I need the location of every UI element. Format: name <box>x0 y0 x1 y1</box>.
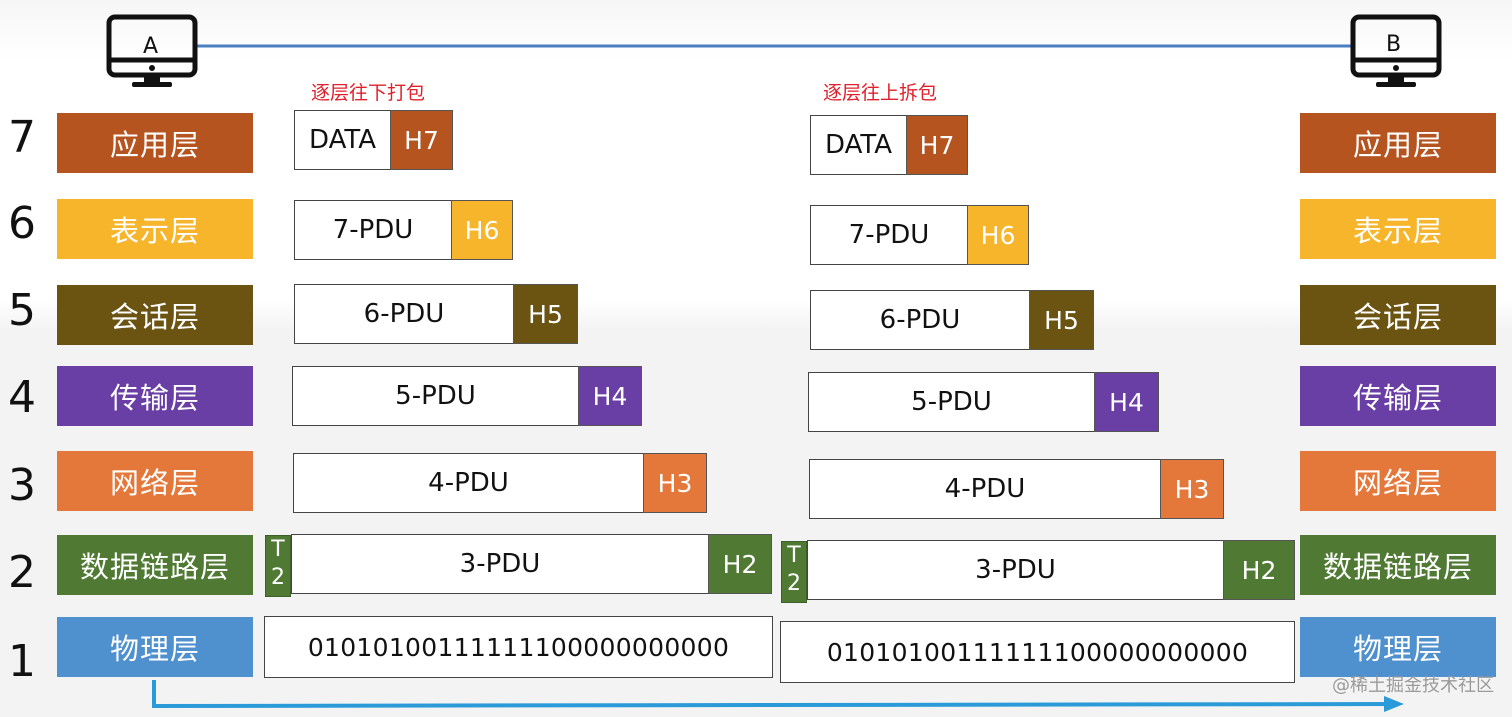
left-layer-physical: 物理层 <box>57 617 253 677</box>
left-l7-data: DATA <box>294 110 391 170</box>
host-a-label: A <box>143 34 159 59</box>
layer-number-6: 6 <box>8 198 36 249</box>
right-layer-physical: 物理层 <box>1300 617 1496 677</box>
right-l3-header: H3 <box>1160 459 1224 519</box>
left-l4-pdu: 5-PDU <box>292 366 579 426</box>
watermark: @稀土掘金技术社区 <box>1332 675 1494 696</box>
left-l2-pdu: 3-PDU <box>291 534 709 594</box>
right-l2-header: H2 <box>1223 540 1295 600</box>
left-layer-application: 应用层 <box>57 113 253 173</box>
left-layer-session: 会话层 <box>57 285 253 345</box>
left-l2-header: H2 <box>708 534 772 594</box>
left-l2-trailer-bottom: 2 <box>271 565 285 590</box>
left-l1-bits: 01010100111111100000000000 <box>264 616 773 678</box>
computer-a-icon <box>106 14 198 87</box>
left-layer-datalink: 数据链路层 <box>57 535 253 595</box>
encapsulate-note: 逐层往下打包 <box>311 82 426 104</box>
right-l5-header: H5 <box>1029 290 1094 350</box>
right-layer-application: 应用层 <box>1300 113 1496 173</box>
right-l5-pdu: 6-PDU <box>810 290 1030 350</box>
layer-number-5: 5 <box>8 285 36 336</box>
arrow-head <box>1384 696 1404 712</box>
left-l4-header: H4 <box>578 366 642 426</box>
layer-number-1: 1 <box>8 636 36 687</box>
right-layer-session: 会话层 <box>1300 285 1496 345</box>
right-l2-trailer-bottom: 2 <box>787 571 801 596</box>
right-l4-pdu: 5-PDU <box>808 372 1095 432</box>
left-l2-trailer-top: T <box>271 537 285 562</box>
right-l3-pdu: 4-PDU <box>809 459 1161 519</box>
right-l2-trailer-top: T <box>787 543 801 568</box>
right-layer-network: 网络层 <box>1300 451 1496 511</box>
left-l3-pdu: 4-PDU <box>293 453 644 513</box>
left-l5-pdu: 6-PDU <box>294 284 514 344</box>
right-l4-header: H4 <box>1094 372 1159 432</box>
left-layer-network: 网络层 <box>57 451 253 511</box>
left-layer-transport: 传输层 <box>57 366 253 426</box>
layer-number-2: 2 <box>8 547 36 598</box>
right-l6-header: H6 <box>967 205 1029 265</box>
right-l7-data: DATA <box>810 115 907 175</box>
left-l7-header: H7 <box>390 110 453 170</box>
decapsulate-note: 逐层往上拆包 <box>823 82 938 104</box>
left-l2-trailer: T 2 <box>265 535 291 597</box>
right-l7-header: H7 <box>906 115 968 175</box>
left-layer-presentation: 表示层 <box>57 199 253 259</box>
right-l6-pdu: 7-PDU <box>810 205 968 265</box>
right-layer-presentation: 表示层 <box>1300 199 1496 259</box>
left-l3-header: H3 <box>643 453 707 513</box>
right-layer-transport: 传输层 <box>1300 366 1496 426</box>
right-l1-bits: 01010100111111100000000000 <box>780 621 1295 683</box>
right-l2-pdu: 3-PDU <box>807 540 1224 600</box>
layer-number-4: 4 <box>8 372 36 423</box>
right-layer-datalink: 数据链路层 <box>1300 535 1496 595</box>
host-b-label: B <box>1386 32 1402 57</box>
layer-number-3: 3 <box>8 460 36 511</box>
computer-b-icon <box>1350 14 1442 87</box>
layer-number-7: 7 <box>8 112 36 163</box>
left-l6-header: H6 <box>451 200 513 260</box>
right-l2-trailer: T 2 <box>781 541 807 603</box>
left-l5-header: H5 <box>513 284 578 344</box>
physical-medium-arrow <box>152 680 1399 709</box>
left-l6-pdu: 7-PDU <box>294 200 452 260</box>
